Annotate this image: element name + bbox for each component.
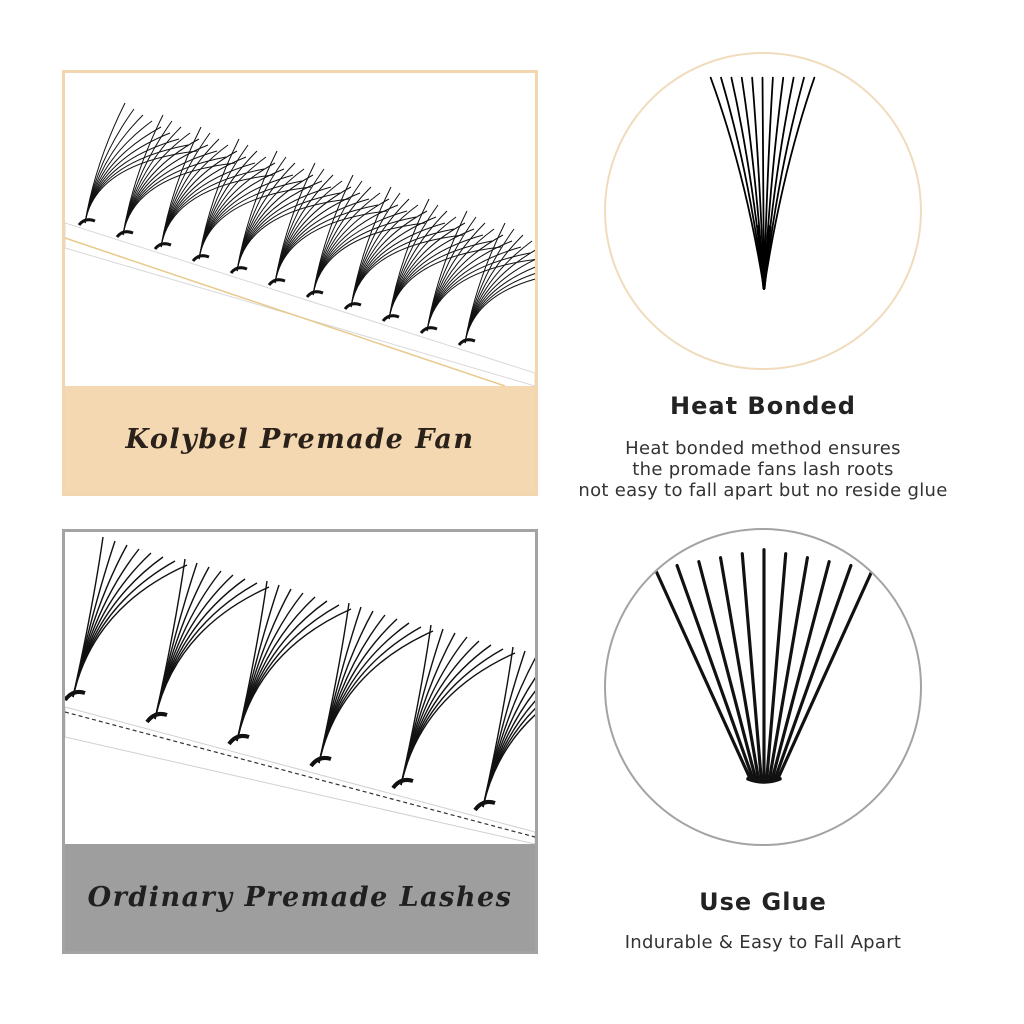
description-line: Heat bonded method ensures bbox=[625, 438, 901, 459]
lash-strand bbox=[697, 560, 758, 781]
description-line: not easy to fall apart but no reside glu… bbox=[578, 480, 948, 501]
lash-root bbox=[229, 266, 248, 274]
lash-strand bbox=[763, 76, 816, 290]
heat-bonded-title: Heat Bonded bbox=[670, 392, 856, 420]
lash-strand bbox=[718, 556, 761, 781]
heat-bonded-fan-closeup bbox=[604, 52, 922, 370]
lash-strand bbox=[770, 560, 831, 781]
lash-strand bbox=[740, 552, 763, 781]
use-glue-title: Use Glue bbox=[699, 888, 827, 916]
lash-strand bbox=[482, 690, 535, 808]
ordinary-caption: Ordinary Premade Lashes bbox=[87, 882, 513, 913]
lash-strand bbox=[767, 556, 810, 781]
lash-root bbox=[305, 290, 324, 298]
lash-strand bbox=[482, 657, 535, 808]
lash-root bbox=[457, 338, 476, 346]
kolybel-lash-strip-photo bbox=[65, 102, 535, 386]
kolybel-caption-bar: Kolybel Premade Fan bbox=[65, 386, 535, 493]
lash-root bbox=[343, 302, 362, 310]
lash-root bbox=[756, 225, 772, 290]
lash-strand bbox=[709, 76, 765, 290]
lash-root bbox=[145, 711, 168, 724]
lash-strand bbox=[675, 563, 755, 781]
description-line: Indurable & Easy to Fall Apart bbox=[624, 932, 902, 953]
lash-root bbox=[191, 254, 210, 262]
lash-strand bbox=[318, 626, 422, 764]
description-line: the promade fans lash roots bbox=[632, 459, 894, 480]
lash-root bbox=[391, 777, 414, 790]
ordinary-lash-strip-photo bbox=[65, 536, 535, 844]
glue-base bbox=[746, 776, 782, 784]
lash-strand bbox=[464, 278, 535, 344]
lash-root bbox=[473, 799, 496, 812]
lash-root bbox=[77, 218, 96, 226]
kolybel-caption: Kolybel Premade Fan bbox=[125, 424, 475, 455]
lash-strand bbox=[761, 76, 765, 290]
lash-strand bbox=[72, 564, 188, 698]
lash-strand bbox=[482, 714, 535, 808]
lash-strand bbox=[318, 630, 434, 764]
heat-bonded-description: Heat bonded method ensures the promade f… bbox=[540, 438, 986, 501]
ordinary-caption-bar: Ordinary Premade Lashes bbox=[65, 844, 535, 951]
lash-strand bbox=[763, 76, 774, 290]
lash-strand bbox=[482, 700, 535, 808]
lash-root bbox=[419, 326, 438, 334]
lash-strand bbox=[154, 586, 270, 720]
ordinary-product-panel: Ordinary Premade Lashes bbox=[62, 529, 538, 954]
glued-fan-icon bbox=[653, 548, 875, 784]
lash-root bbox=[267, 278, 286, 286]
lash-strand bbox=[154, 582, 258, 720]
kolybel-product-panel: Kolybel Premade Fan bbox=[62, 70, 538, 496]
lash-root bbox=[381, 314, 400, 322]
lash-strand bbox=[400, 652, 516, 786]
lash-strand bbox=[236, 608, 352, 742]
glued-fan-closeup bbox=[604, 528, 922, 846]
lash-strand bbox=[765, 552, 788, 781]
lash-strand bbox=[653, 567, 752, 781]
lash-strand bbox=[776, 567, 875, 781]
lash-strand bbox=[773, 563, 853, 781]
lash-root bbox=[115, 230, 134, 238]
lash-root bbox=[309, 755, 332, 768]
lash-strand bbox=[400, 648, 504, 786]
lash-root bbox=[227, 733, 250, 746]
use-glue-description: Indurable & Easy to Fall Apart bbox=[540, 932, 986, 953]
lash-strand bbox=[72, 560, 176, 698]
lash-strand bbox=[236, 604, 340, 742]
heat-bonded-fan-icon bbox=[709, 76, 816, 290]
lash-root bbox=[65, 689, 86, 702]
lash-root bbox=[153, 242, 172, 250]
